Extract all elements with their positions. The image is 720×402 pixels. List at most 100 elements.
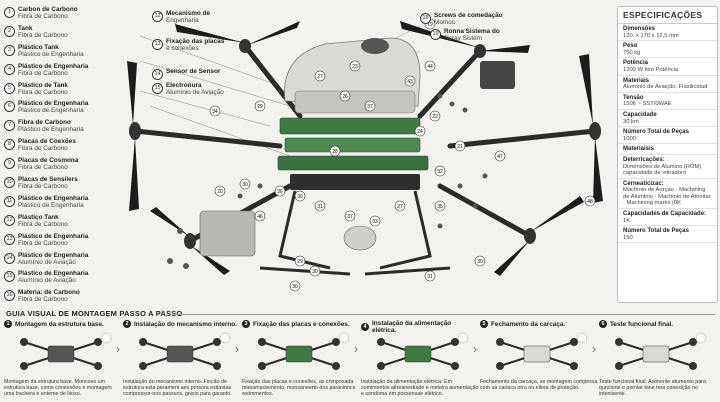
part-marker: 37 [364,100,376,112]
legend-title: Tank [18,24,33,32]
step-title: Instalação da alimentação elétrica. [372,320,452,334]
legend-number: 7 [4,120,15,132]
pcb-layers [277,117,429,190]
svg-text:28: 28 [332,149,338,155]
assembly-guide-title: GUIA VISUAL DE MONTAGEM PASSO A PASSO [6,309,183,318]
part-marker: 27 [394,200,406,212]
svg-text:20: 20 [217,189,223,195]
legend-number: 4 [4,63,15,75]
svg-text:30: 30 [242,182,248,188]
step-title: Fixação das placas e conexões. [253,320,350,328]
part-marker: 26 [339,90,351,102]
spec-label: Potência [623,60,649,67]
legend-title: Carbon de Carbono [18,6,78,13]
svg-text:30: 30 [312,269,318,275]
spec-value: 1200 W Itxo Potência [623,66,679,73]
legend-sub: Fibra de Carbono [18,164,68,172]
step-description: Fechamento da carcaça, se montagem compe… [480,379,598,392]
legend-title: Plástico de Engenharia [18,100,89,108]
svg-text:43: 43 [407,79,413,85]
part-marker: 43 [404,75,416,87]
legend-number: 16 [4,290,15,302]
step-illustration-pcb [258,332,350,370]
legend-number: 13 [4,233,15,245]
part-marker: 48 [584,195,596,207]
part-marker: 20 [214,185,226,197]
svg-text:31: 31 [317,204,323,210]
step-description: Montagem da estrutura base. Moncoes um e… [4,379,112,398]
part-marker: 27 [314,70,326,82]
svg-text:44: 44 [427,64,433,70]
step-description: Teste funcional final. Asimente atumento… [599,379,706,398]
legend-title: Plástico de Engenharia [18,251,89,259]
svg-text:36: 36 [277,189,283,195]
legend-title: Placas de Cosmona [18,157,79,165]
spec-value: 120. x 170 x 12,5 mm [623,32,679,39]
step-illustration-power [377,332,469,370]
part-marker: 36 [274,185,286,197]
legend-number: 5 [4,82,15,94]
part-marker: 31 [424,270,436,282]
legend-number: 14 [4,252,15,264]
svg-text:24: 24 [417,129,423,135]
step-number: 4 [361,323,369,331]
legend-title: Plástico Tank [18,43,59,51]
spec-label: Dimensões [623,26,656,32]
svg-text:21: 21 [457,144,463,150]
step-arrow-icon: › [235,342,239,356]
part-marker: 34 [209,105,221,117]
part-marker: 46 [254,210,266,222]
legend-number: 2 [4,25,15,37]
step-description: Instalação da alimentação elétrica. Em c… [361,379,479,398]
spec-label: Materiais [623,77,650,84]
step-illustration-mech [139,332,231,370]
part-marker: 23 [349,60,361,72]
legend-title: Placas de Coexões [18,138,76,146]
legend-sub: Fibra de Carbono [18,145,68,153]
legend-sub: Fibra de Carbono [18,220,68,228]
svg-text:27: 27 [397,204,403,210]
step-illustration-test [615,332,707,370]
step-arrow-icon: › [116,342,120,356]
legend-number: 12 [4,214,15,226]
spec-value: Machinio de Aorçao · Machining de Alumin… [623,187,711,207]
legend-title: Plástico Tank [18,213,59,221]
svg-text:37: 37 [347,214,353,220]
spec-value: 1K [623,217,631,224]
part-marker: 33 [369,215,381,227]
spec-value: 1000 [623,135,636,142]
specifications-title: ESPECIFICAÇÕES [618,7,717,24]
svg-text:27: 27 [317,74,323,80]
svg-text:23: 23 [352,64,358,70]
exploded-drone-diagram: 2934363027232628222421473230313733272046… [127,18,603,292]
spec-value: 150 [623,234,633,241]
part-marker: 28 [329,145,341,157]
legend-number: 10 [4,177,15,189]
step-number: 3 [242,320,250,328]
spec-label: Materiaisis [623,146,655,153]
guide-divider [175,314,715,315]
part-marker: 35 [434,200,446,212]
legend-sub: Alumínio de Aviação [18,258,76,266]
part-marker: 31 [314,200,326,212]
svg-text:22: 22 [432,114,438,120]
step-arrow-icon: › [473,342,477,356]
part-marker: 37 [344,210,356,222]
legend-title: Plástico de Tank [18,81,68,89]
step-number: 5 [480,320,488,328]
spec-item: Deterricações:Dimensões de Alumino (ROM)… [618,155,717,179]
